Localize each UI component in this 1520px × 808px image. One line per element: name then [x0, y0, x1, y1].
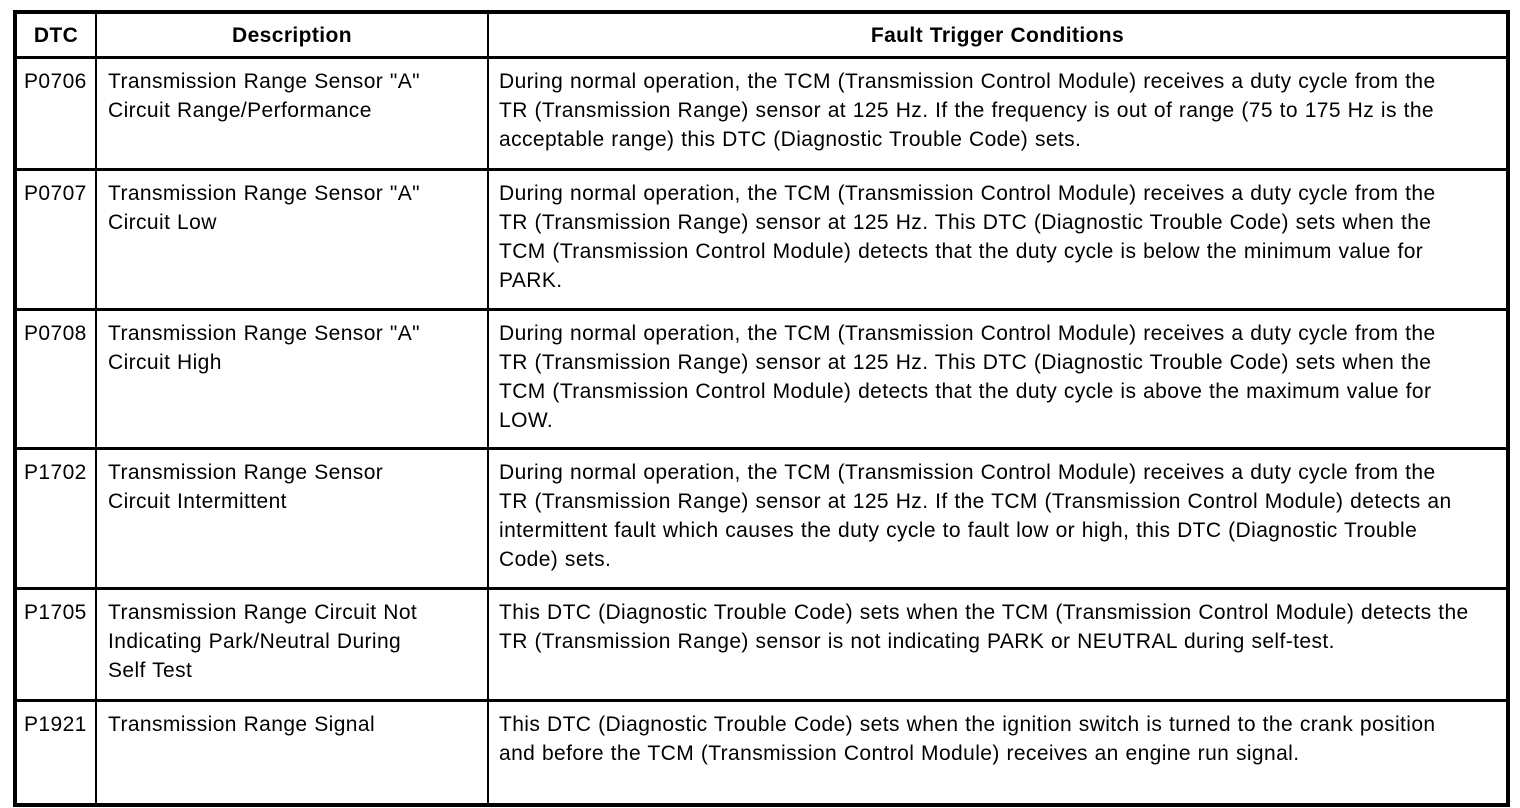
conditions-cell: This DTC (Diagnostic Trouble Code) sets … — [487, 699, 1509, 807]
column-header-dtc: DTC — [14, 11, 97, 59]
conditions-cell: During normal operation, the TCM (Transm… — [487, 56, 1509, 171]
dtc-cell: P0708 — [14, 308, 97, 450]
dtc-cell: P1705 — [14, 587, 97, 702]
conditions-cell: During normal operation, the TCM (Transm… — [487, 168, 1509, 311]
dtc-cell: P1921 — [14, 699, 97, 807]
description-cell: Transmission Range Sensor "A" Circuit Lo… — [95, 168, 489, 311]
description-cell: Transmission Range Sensor "A" Circuit Ra… — [95, 56, 489, 171]
description-cell: Transmission Range Signal — [95, 699, 489, 807]
table-row: P1921 Transmission Range Signal This DTC… — [14, 699, 1509, 807]
conditions-cell: During normal operation, the TCM (Transm… — [487, 308, 1509, 450]
conditions-cell: This DTC (Diagnostic Trouble Code) sets … — [487, 587, 1509, 702]
table-row: P1705 Transmission Range Circuit Not Ind… — [14, 587, 1509, 702]
dtc-cell: P1702 — [14, 447, 97, 590]
description-cell: Transmission Range Circuit Not Indicatin… — [95, 587, 489, 702]
dtc-cell: P0706 — [14, 56, 97, 171]
description-cell: Transmission Range Sensor "A" Circuit Hi… — [95, 308, 489, 450]
dtc-fault-table: DTC Description Fault Trigger Conditions… — [13, 10, 1510, 807]
table-row: P0707 Transmission Range Sensor "A" Circ… — [14, 168, 1509, 311]
table-row: P0708 Transmission Range Sensor "A" Circ… — [14, 308, 1509, 450]
table-row: P1702 Transmission Range Sensor Circuit … — [14, 447, 1509, 590]
conditions-cell: During normal operation, the TCM (Transm… — [487, 447, 1509, 590]
dtc-cell: P0707 — [14, 168, 97, 311]
table-row: P0706 Transmission Range Sensor "A" Circ… — [14, 56, 1509, 171]
column-header-fault-trigger-conditions: Fault Trigger Conditions — [487, 11, 1509, 59]
column-header-description: Description — [95, 11, 489, 59]
header-row: DTC Description Fault Trigger Conditions — [14, 11, 1509, 59]
description-cell: Transmission Range Sensor Circuit Interm… — [95, 447, 489, 590]
